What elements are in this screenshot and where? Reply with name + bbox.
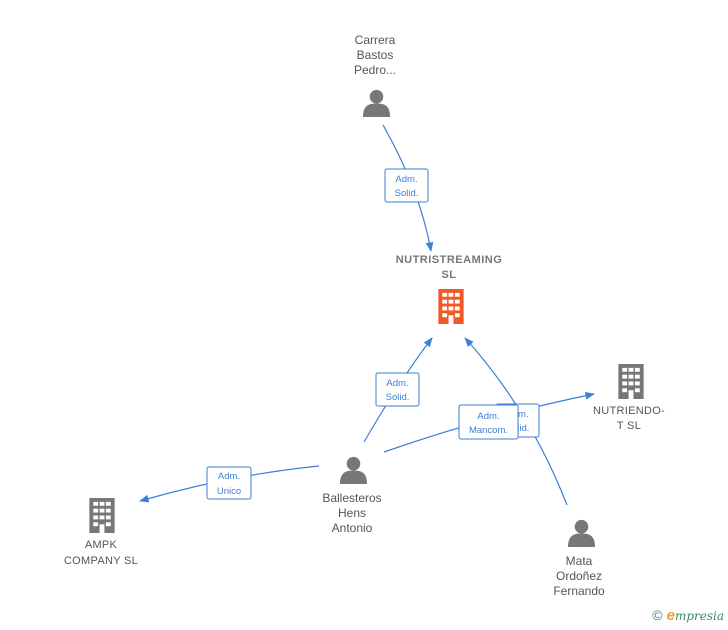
edge-label-line: Adm. (386, 378, 408, 389)
node-label-line: AMPK (85, 539, 118, 551)
edge-label-line: Solid. (386, 392, 410, 403)
node-label-line: NUTRISTREAMING (396, 254, 503, 266)
node-ampk-company-sl[interactable]: AMPK COMPANY SL (64, 498, 138, 567)
node-mata-ordonez-fernando[interactable]: Mata Ordoñez Fernando (553, 519, 605, 598)
node-label-line: Carrera (355, 33, 396, 47)
edge-label-line: Mancom. (469, 425, 508, 436)
person-icon (567, 519, 596, 547)
edge-label-line: Solid. (395, 188, 419, 199)
brand-logo-initial: e (666, 607, 675, 624)
node-nutristreaming-sl[interactable]: NUTRISTREAMING SL (396, 254, 503, 324)
edge-label-line: Adm. (218, 471, 240, 482)
edges (139, 124, 595, 506)
node-label-line: Ballesteros (322, 491, 381, 505)
edge-label-carrera-nutristreaming[interactable]: Adm. Solid. (384, 168, 429, 203)
edge-label-line: Adm. (477, 411, 499, 422)
person-icon (339, 456, 368, 484)
node-carrera-bastos-pedro[interactable]: Carrera Bastos Pedro... (354, 33, 396, 117)
node-label-line: Ordoñez (556, 569, 602, 583)
node-label-line: Fernando (553, 584, 605, 598)
node-label-line: SL (441, 269, 456, 281)
node-ballesteros-hens-antonio[interactable]: Ballesteros Hens Antonio (322, 456, 382, 535)
copyright-icon: © (652, 607, 663, 623)
node-label-line: COMPANY SL (64, 555, 138, 567)
node-label-line: T SL (617, 420, 641, 432)
edge-label-ballesteros-nutriendo[interactable]: Adm. Mancom. (458, 404, 519, 440)
edge-label-ballesteros-ampk[interactable]: Adm. Unico (206, 466, 252, 500)
building-icon (618, 364, 644, 399)
node-label-line: Antonio (332, 521, 373, 535)
node-label-line: Bastos (357, 48, 394, 62)
footer-brand: ©empresia (652, 607, 724, 624)
building-icon (89, 498, 115, 533)
edge-label-line: Unico (217, 486, 241, 497)
node-label-line: Hens (338, 506, 366, 520)
edge-label-line: Adm. (395, 174, 417, 185)
node-label-line: NUTRIENDO- (593, 405, 665, 417)
node-label-line: Mata (566, 554, 593, 568)
brand-logo-text: mpresia (674, 609, 724, 623)
building-icon (438, 289, 464, 324)
edge-label-ballesteros-nutristreaming[interactable]: Adm. Solid. (375, 372, 420, 407)
person-icon (362, 89, 391, 117)
node-nutriendo-t-sl[interactable]: NUTRIENDO- T SL (593, 364, 665, 432)
node-label-line: Pedro... (354, 63, 396, 77)
